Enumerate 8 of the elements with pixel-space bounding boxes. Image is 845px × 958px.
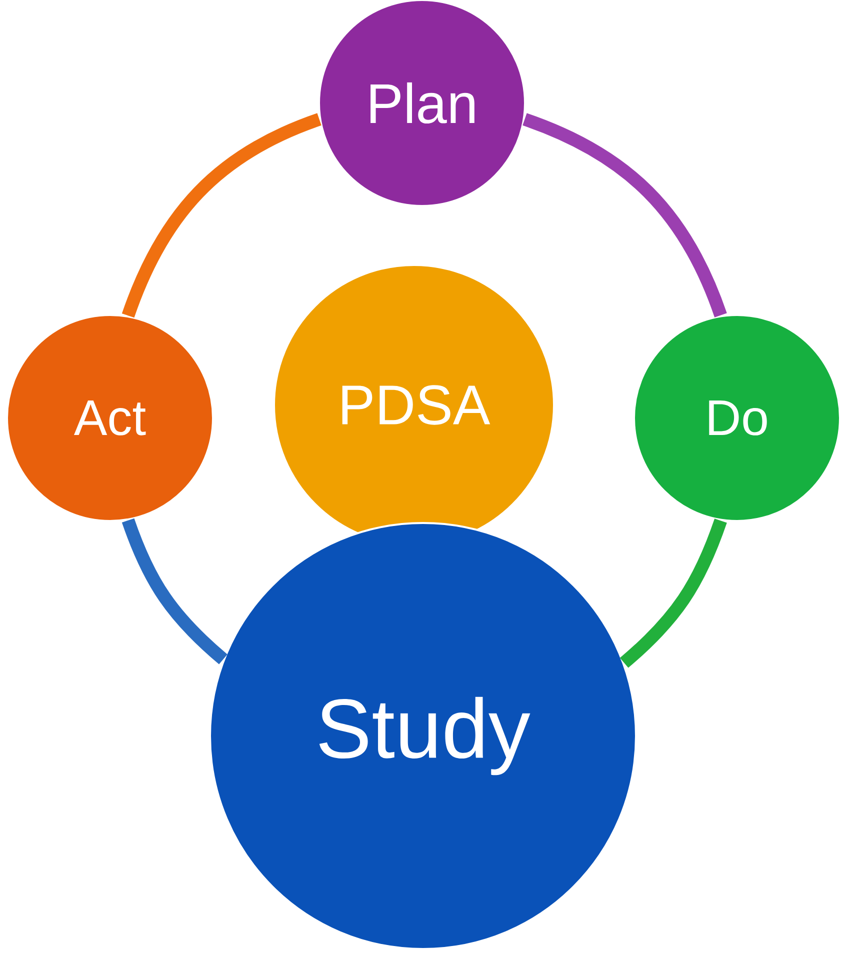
circle-node: Study [209, 522, 637, 950]
ring-arc [620, 518, 727, 668]
circle-node: Do [633, 314, 841, 522]
circle-node: PDSA [273, 264, 555, 546]
ring-arc [122, 113, 322, 318]
ring-arc [522, 113, 727, 318]
circle-node: Act [6, 314, 214, 522]
ring-arc [122, 518, 228, 664]
